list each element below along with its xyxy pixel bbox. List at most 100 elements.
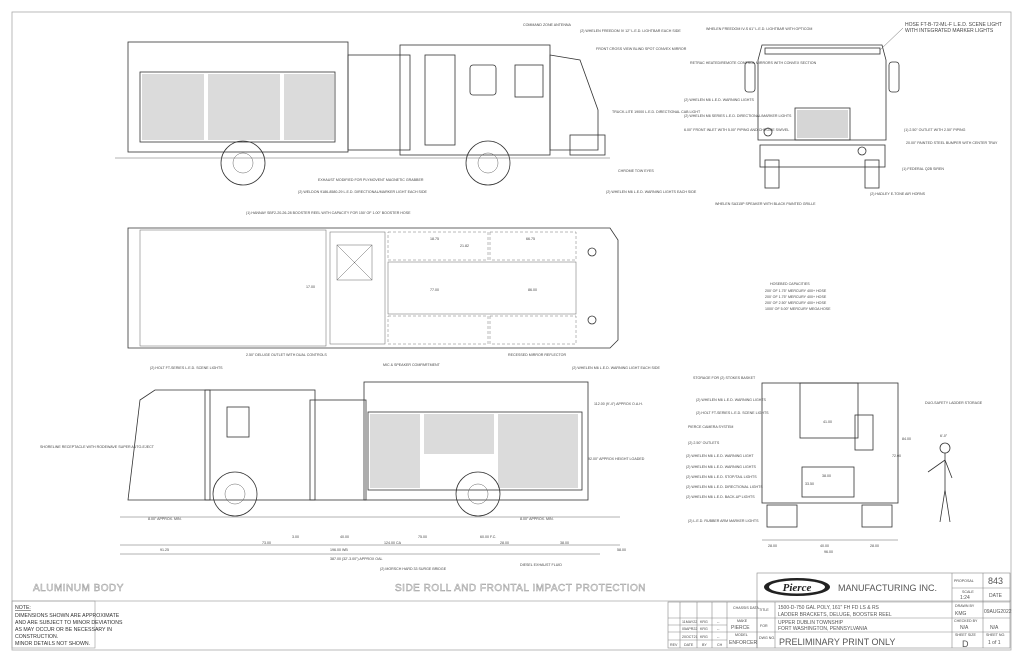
label: CHASSIS DATA (733, 606, 759, 610)
note-box: NOTE: DIMENSIONS SHOWN ARE APPROXIMATE A… (11, 600, 123, 649)
label: 33.50 (805, 482, 814, 486)
label: 66.75 (526, 237, 535, 241)
label: 3.00 (292, 535, 299, 539)
label: PIERCE (731, 625, 750, 631)
label: ENFORCER (729, 640, 757, 646)
callout: MIC & SPEAKER COMPARTMENT (383, 363, 441, 367)
label: 1:24 (960, 595, 970, 601)
label: HOSEBED CAPACITIES (770, 282, 810, 286)
callout: (2) WHELEN FREEDOM IV 12" L.E.D. LIGHTBA… (580, 29, 681, 33)
label: DIMENSIONS SHOWN ARE APPROXIMATE (15, 613, 120, 619)
banner-aluminum-body: ALUMINUM BODY (33, 583, 124, 594)
label: 38.00 (560, 541, 569, 545)
label: N/A (960, 625, 969, 631)
label: 91.25 (160, 548, 169, 552)
label: 11MAY22 (682, 620, 697, 624)
label: 387.00 (32'-3.00") APPROX OAL (330, 557, 383, 561)
sheet-border (11, 11, 1012, 651)
label: (2) HOLT FT-SERIES L.E.D. SCENE LIGHTS (696, 411, 769, 415)
label: (2) WHELEN M6 SERIES L.E.D. DIRECTIONAL/… (684, 114, 792, 118)
label: 73.00 (262, 541, 271, 545)
label: 84.00 (902, 437, 911, 441)
plan-view (127, 227, 619, 349)
label: REV (670, 643, 678, 647)
label: 40.00 (820, 544, 829, 548)
label: KMG (955, 611, 967, 617)
label: 28.00 (870, 544, 879, 548)
plan-dims: 18.75 21.82 66.75 77.00 86.00 17.00 (306, 237, 537, 292)
label: (1) FEDERAL Q2B SIREN (902, 167, 944, 171)
label: CONSTRUCTION. (15, 634, 58, 640)
label: 92.00" APPROX HEIGHT LOADED (588, 457, 645, 461)
front-view (744, 27, 904, 189)
label: 38.00 (822, 474, 831, 478)
plan-callouts: (1) HANNAY SBF2-20-26-28 BOOSTER REEL WI… (246, 211, 566, 367)
revision-table: REV DATE BY CH 11MAY22 KRG -- 05APR22 KR… (670, 620, 723, 647)
label: 96.00 (824, 550, 833, 554)
label: DWG NO. (759, 636, 775, 640)
label: KRG (700, 620, 708, 624)
label: 09AUG2022 (984, 609, 1012, 615)
label: AND ARE SUBJECT TO MINOR DEVIATIONS (15, 620, 123, 626)
label: MAKE (737, 619, 748, 623)
label: Pierce (783, 582, 812, 594)
label: (1) 2.50" OUTLET WITH 2.50" PIPING (904, 128, 966, 132)
hosebed-capacities: HOSEBED CAPACITIES 200' OF 1.75" MERCURY… (765, 282, 831, 311)
label: BY (702, 643, 707, 647)
label: DATE (684, 643, 694, 647)
label: 60.00 F.C. (480, 535, 496, 539)
callout: RECESSED MIRROR REFLECTOR (508, 353, 566, 357)
label: (2) 2.50" OUTLETS (688, 441, 720, 445)
front-callouts: WHELEN FREEDOM IV-S 61" L.E.D. LIGHTBAR … (684, 27, 998, 206)
label: (2) WHELEN M6 L.E.D. WARNING LIGHTS (684, 98, 755, 102)
label: RETRAC HEATED/REMOTE CONTROL MIRRORS WIT… (690, 61, 817, 65)
side-view-officer (120, 381, 620, 555)
label: (2) L.E.D. RUBBER ARM MARKER LIGHTS (688, 519, 759, 523)
callout: 2.50" DELUGE OUTLET WITH DUAL CONTROLS (246, 353, 327, 357)
label: (2) WHELEN M6 L.E.D. STOP/TAIL LIGHTS (686, 475, 757, 479)
callout-scene-light: HOSE FT-B-72-ML-F L.E.D. SCENE LIGHT WIT… (905, 22, 1002, 34)
label: MINOR DETAILS NOT SHOWN. (15, 641, 90, 647)
label: (2) WHELEN M6 L.E.D. WARNING LIGHT EACH … (572, 366, 660, 370)
label: WHELEN FREEDOM IV-S 61" L.E.D. LIGHTBAR … (706, 27, 812, 31)
label: NOTE: (15, 605, 31, 611)
label: 40.00 (340, 535, 349, 539)
label: 21.82 (460, 244, 469, 248)
label: (2) WHELEN M6 L.E.D. WARNING LIGHTS (686, 465, 757, 469)
label: 200' OF 1.75" MERCURY 400+ HOSE (765, 295, 827, 299)
label: (2) WHELEN M6 L.E.D. WARNING LIGHT (686, 454, 754, 458)
callout: FRONT CROSS VIEW BLIND SPOT CONVEX MIRRO… (596, 47, 687, 51)
callout: EXHAUST MODIFIED FOR PLYMOVENT MAGNETIC … (318, 178, 424, 182)
rear-dims: 28.00 40.00 28.00 96.00 84.00 72.00 41.0… (768, 420, 911, 554)
label: 75.00 (418, 535, 427, 539)
label: 20.00" PAINTED STEEL BUMPER WITH CENTER … (906, 141, 998, 145)
label: 72.00 (892, 454, 901, 458)
side-bottom-dims: 91.25 73.00 196.00 WB 124.00 CA 387.00 (… (148, 402, 645, 561)
drawing-title-line1: 1500-D-750 GAL POLY, 161" FH FD LS & RS (778, 605, 880, 611)
dwg-number: PRELIMINARY PRINT ONLY (779, 637, 895, 647)
label: PIERCE CAMERA SYSTEM (688, 425, 733, 429)
label: 1000' OF 5.00" MERCURY MEGA HOSE (765, 307, 831, 311)
label: AS MAY OCCUR OR BE NECESSARY IN (15, 627, 112, 633)
label: (2) WHELEN M6 L.E.D. BACK-UP LIGHTS (686, 495, 755, 499)
label: TITLE (759, 608, 769, 612)
label: 8.00" APPROX. MIN. (148, 517, 182, 521)
label: 77.00 (430, 288, 439, 292)
callout: (2) WHELEN M6 L.E.D. WARNING LIGHTS EACH… (606, 190, 697, 194)
label: 200' OF 1.75" MERCURY 400+ HOSE (765, 289, 827, 293)
label: 28.00 (768, 544, 777, 548)
label: -- (717, 620, 720, 624)
company-name: MANUFACTURING INC. (838, 583, 937, 593)
label: 200' OF 2.50" MERCURY 400+ HOSE (765, 301, 827, 305)
label: 05APR22 (682, 627, 697, 631)
proposal-number: 843 (988, 576, 1003, 586)
label: FOR (760, 624, 768, 628)
label: SHORELINE RECEPTACLE WITH RODEWAVE SUPER… (40, 445, 155, 449)
label: DATE (989, 593, 1003, 599)
label: (2) MORSCH HARD 33 SURGE BRIDGE (380, 567, 447, 571)
label: SHEET SIZE (955, 633, 977, 637)
label: 18.75 (430, 237, 439, 241)
label: DIESEL EXHAUST FLUID (520, 563, 562, 567)
side-top-callouts: COMMAND ZONE ANTENNA (2) WHELEN FREEDOM … (298, 23, 701, 194)
callout: COMMAND ZONE ANTENNA (523, 23, 572, 27)
